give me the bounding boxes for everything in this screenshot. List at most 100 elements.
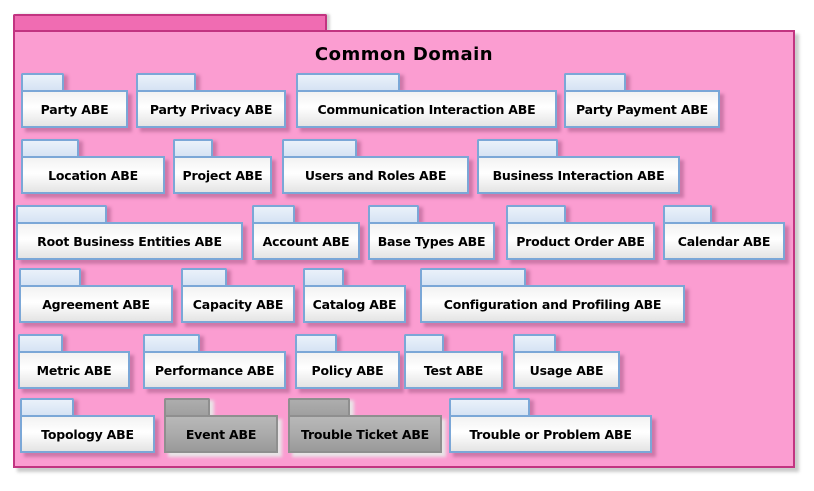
package-label: Party Privacy ABE: [149, 101, 273, 117]
package-policy-abe[interactable]: Policy ABE: [295, 334, 400, 389]
package-tab-icon: [368, 205, 419, 222]
package-tab-icon: [296, 73, 400, 90]
package-body: Metric ABE: [18, 351, 130, 389]
package-label: Topology ABE: [41, 426, 134, 442]
package-body: Base Types ABE: [368, 222, 495, 260]
package-root-business-entities-abe[interactable]: Root Business Entities ABE: [16, 205, 243, 260]
package-event-abe[interactable]: Event ABE: [164, 398, 278, 453]
package-tab-icon: [18, 334, 63, 351]
package-party-payment-abe[interactable]: Party Payment ABE: [564, 73, 720, 128]
package-tab-icon: [420, 268, 526, 285]
package-tab-icon: [21, 73, 64, 90]
package-product-order-abe[interactable]: Product Order ABE: [506, 205, 655, 260]
package-body: Root Business Entities ABE: [16, 222, 243, 260]
package-body: Communication Interaction ABE: [296, 90, 557, 128]
package-calendar-abe[interactable]: Calendar ABE: [663, 205, 785, 260]
package-configuration-and-profiling-abe[interactable]: Configuration and Profiling ABE: [420, 268, 685, 323]
package-label: Capacity ABE: [192, 296, 284, 312]
package-body: Party Payment ABE: [564, 90, 720, 128]
package-body: Party Privacy ABE: [136, 90, 286, 128]
package-label: Location ABE: [48, 167, 138, 183]
package-body: Trouble or Problem ABE: [449, 415, 652, 453]
package-performance-abe[interactable]: Performance ABE: [143, 334, 286, 389]
package-body: Policy ABE: [295, 351, 400, 389]
package-label: Project ABE: [182, 167, 263, 183]
package-trouble-or-problem-abe[interactable]: Trouble or Problem ABE: [449, 398, 652, 453]
package-label: Test ABE: [423, 362, 484, 378]
package-party-privacy-abe[interactable]: Party Privacy ABE: [136, 73, 286, 128]
package-body: Project ABE: [173, 156, 272, 194]
package-label: Party Payment ABE: [576, 101, 708, 117]
package-label: Party ABE: [40, 101, 109, 117]
package-tab-icon: [181, 268, 227, 285]
package-body: Trouble Ticket ABE: [288, 415, 442, 453]
package-body: Users and Roles ABE: [282, 156, 469, 194]
package-label: Root Business Entities ABE: [37, 233, 222, 249]
package-tab-icon: [295, 334, 337, 351]
common-domain-folder-tab[interactable]: [13, 14, 327, 31]
package-tab-icon: [20, 398, 74, 415]
package-body: Catalog ABE: [303, 285, 406, 323]
package-label: Usage ABE: [529, 362, 604, 378]
package-tab-icon: [506, 205, 566, 222]
package-body: Party ABE: [21, 90, 128, 128]
package-label: Event ABE: [185, 426, 257, 442]
package-body: Configuration and Profiling ABE: [420, 285, 685, 323]
package-label: Users and Roles ABE: [304, 167, 447, 183]
package-tab-icon: [143, 334, 200, 351]
package-tab-icon: [282, 139, 357, 156]
package-body: Business Interaction ABE: [477, 156, 680, 194]
package-body: Performance ABE: [143, 351, 286, 389]
package-test-abe[interactable]: Test ABE: [404, 334, 503, 389]
package-body: Event ABE: [164, 415, 278, 453]
package-capacity-abe[interactable]: Capacity ABE: [181, 268, 295, 323]
package-label: Communication Interaction ABE: [317, 101, 536, 117]
package-label: Policy ABE: [311, 362, 384, 378]
diagram-title: Common Domain: [314, 44, 494, 65]
package-label: Trouble or Problem ABE: [469, 426, 632, 442]
package-tab-icon: [288, 398, 350, 415]
package-account-abe[interactable]: Account ABE: [252, 205, 360, 260]
package-project-abe[interactable]: Project ABE: [173, 139, 272, 194]
package-business-interaction-abe[interactable]: Business Interaction ABE: [477, 139, 680, 194]
package-label: Metric ABE: [36, 362, 112, 378]
package-body: Topology ABE: [20, 415, 155, 453]
package-tab-icon: [564, 73, 626, 90]
package-body: Product Order ABE: [506, 222, 655, 260]
package-party-abe[interactable]: Party ABE: [21, 73, 128, 128]
package-body: Test ABE: [404, 351, 503, 389]
package-topology-abe[interactable]: Topology ABE: [20, 398, 155, 453]
package-tab-icon: [19, 268, 81, 285]
package-tab-icon: [16, 205, 107, 222]
package-body: Capacity ABE: [181, 285, 295, 323]
package-usage-abe[interactable]: Usage ABE: [513, 334, 620, 389]
package-label: Business Interaction ABE: [492, 167, 665, 183]
package-body: Calendar ABE: [663, 222, 785, 260]
package-tab-icon: [663, 205, 712, 222]
package-tab-icon: [21, 139, 79, 156]
package-communication-interaction-abe[interactable]: Communication Interaction ABE: [296, 73, 557, 128]
package-tab-icon: [164, 398, 210, 415]
package-label: Calendar ABE: [677, 233, 771, 249]
package-tab-icon: [513, 334, 556, 351]
package-trouble-ticket-abe[interactable]: Trouble Ticket ABE: [288, 398, 442, 453]
package-metric-abe[interactable]: Metric ABE: [18, 334, 130, 389]
package-users-and-roles-abe[interactable]: Users and Roles ABE: [282, 139, 469, 194]
package-label: Account ABE: [262, 233, 350, 249]
package-label: Configuration and Profiling ABE: [443, 296, 662, 312]
package-label: Trouble Ticket ABE: [300, 426, 429, 442]
package-base-types-abe[interactable]: Base Types ABE: [368, 205, 495, 260]
package-location-abe[interactable]: Location ABE: [21, 139, 165, 194]
package-body: Usage ABE: [513, 351, 620, 389]
package-label: Performance ABE: [154, 362, 275, 378]
package-tab-icon: [136, 73, 196, 90]
package-tab-icon: [173, 139, 213, 156]
package-tab-icon: [252, 205, 295, 222]
package-catalog-abe[interactable]: Catalog ABE: [303, 268, 406, 323]
package-tab-icon: [449, 398, 530, 415]
package-label: Catalog ABE: [312, 296, 397, 312]
package-agreement-abe[interactable]: Agreement ABE: [19, 268, 173, 323]
package-label: Agreement ABE: [42, 296, 150, 312]
package-label: Product Order ABE: [516, 233, 645, 249]
